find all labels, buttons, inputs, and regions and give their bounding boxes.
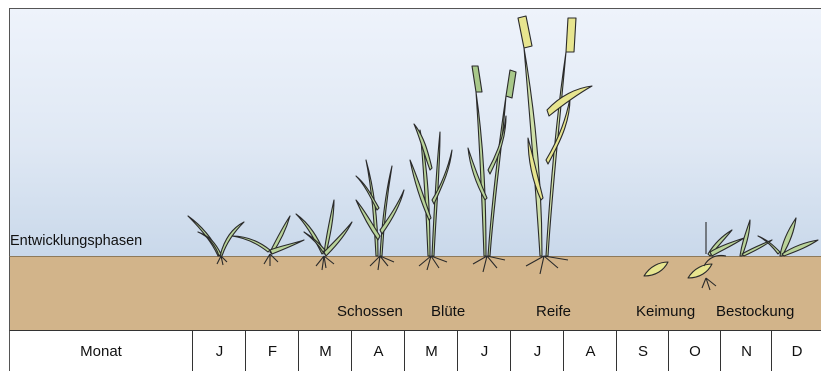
month-table-header: Monat	[10, 331, 192, 371]
month-cell: F	[245, 331, 299, 371]
phase-label-germination: Keimung	[636, 303, 695, 320]
month-cell: D	[771, 331, 821, 371]
plant-ripening-jul	[518, 16, 592, 274]
development-phases-label: Entwicklungsphasen	[10, 233, 142, 249]
month-cell: S	[616, 331, 669, 371]
plant-stem-elongation-apr	[356, 160, 404, 270]
plant-seedling-jan	[188, 216, 244, 265]
plant-tillering-mar	[296, 200, 352, 270]
month-cell: A	[351, 331, 405, 371]
phase-label-ripening: Reife	[536, 303, 571, 320]
plant-flowering-jun	[468, 66, 516, 272]
seed-sprouting-oct	[688, 255, 726, 290]
month-cell: M	[404, 331, 458, 371]
month-cell: N	[720, 331, 772, 371]
month-cell: M	[298, 331, 352, 371]
phase-label-stem-elongation: Schossen	[337, 303, 403, 320]
month-cell: J	[510, 331, 564, 371]
phase-label-tillering: Bestockung	[716, 303, 794, 320]
month-table: Monat J F M A M J J A S O N D	[9, 330, 821, 371]
month-cell: O	[668, 331, 721, 371]
seed-germination-sep	[644, 262, 668, 276]
plant-tillering-dec	[758, 218, 818, 256]
phase-label-flowering: Blüte	[431, 303, 465, 320]
month-cell: J	[457, 331, 511, 371]
month-cell: J	[192, 331, 246, 371]
month-cell: A	[563, 331, 617, 371]
plant-stem-elongation-may	[410, 124, 452, 270]
